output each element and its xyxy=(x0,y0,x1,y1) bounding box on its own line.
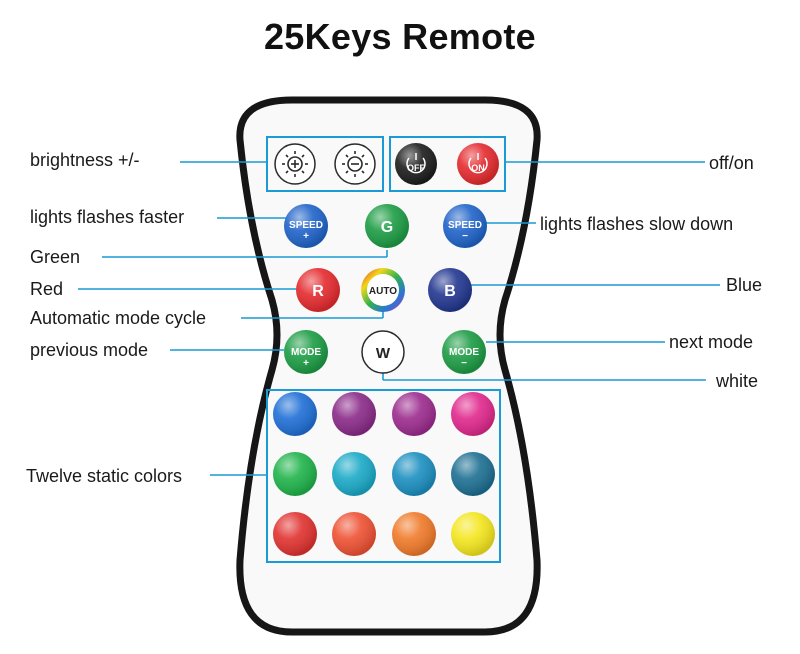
power-box xyxy=(389,136,506,192)
off-label: OFF xyxy=(407,163,425,173)
mode-next-button[interactable]: MODE − xyxy=(442,330,486,374)
label-auto-cycle: Automatic mode cycle xyxy=(30,308,207,328)
static-color-button-2[interactable] xyxy=(332,392,376,436)
static-color-grid xyxy=(273,392,495,556)
green-button[interactable]: G xyxy=(365,204,409,248)
static-color-button-1[interactable] xyxy=(273,392,317,436)
static-color-button-9[interactable] xyxy=(273,512,317,556)
on-label: ON xyxy=(471,163,485,173)
label-next-mode: next mode xyxy=(669,332,754,352)
power-icon xyxy=(468,157,488,174)
label-red: Red xyxy=(30,279,64,299)
label-brightness: brightness +/- xyxy=(30,150,140,170)
label-off-on: off/on xyxy=(709,153,754,173)
static-color-button-3[interactable] xyxy=(392,392,436,436)
red-button[interactable]: R xyxy=(296,268,340,312)
on-button[interactable]: ON xyxy=(457,143,499,185)
svg-text:B: B xyxy=(444,283,456,300)
static-color-button-12[interactable] xyxy=(451,512,495,556)
static-color-button-8[interactable] xyxy=(451,452,495,496)
auto-button[interactable]: AUTO xyxy=(361,268,405,312)
page-title: 25Keys Remote xyxy=(263,16,537,57)
brightness-up-button[interactable] xyxy=(274,143,316,185)
svg-text:+: + xyxy=(303,231,309,242)
static-color-button-4[interactable] xyxy=(451,392,495,436)
svg-text:−: − xyxy=(462,231,468,242)
svg-text:AUTO: AUTO xyxy=(369,286,397,297)
sun-minus-icon xyxy=(342,151,368,177)
svg-text:SPEED: SPEED xyxy=(448,220,482,231)
blue-button[interactable]: B xyxy=(428,268,472,312)
brightness-down-button[interactable] xyxy=(334,143,376,185)
svg-text:−: − xyxy=(461,358,467,369)
white-button[interactable]: W xyxy=(361,330,405,374)
speed-up-button[interactable]: SPEED + xyxy=(284,204,328,248)
brightness-box xyxy=(266,136,384,192)
svg-text:W: W xyxy=(376,345,391,362)
static-colors-box xyxy=(266,389,501,563)
static-color-button-11[interactable] xyxy=(392,512,436,556)
svg-text:G: G xyxy=(381,219,393,236)
label-faster: lights flashes faster xyxy=(30,207,185,227)
mode-previous-button[interactable]: MODE + xyxy=(284,330,328,374)
svg-text:SPEED: SPEED xyxy=(289,220,323,231)
power-icon xyxy=(406,157,426,174)
speed-down-button[interactable]: SPEED − xyxy=(443,204,487,248)
label-blue: Blue xyxy=(726,275,763,295)
label-white: white xyxy=(716,371,759,391)
svg-text:MODE: MODE xyxy=(291,347,321,358)
label-twelve-colors: Twelve static colors xyxy=(26,466,183,486)
static-color-button-5[interactable] xyxy=(273,452,317,496)
svg-text:MODE: MODE xyxy=(449,347,479,358)
label-slower: lights flashes slow down xyxy=(540,214,734,234)
svg-text:R: R xyxy=(312,283,324,300)
svg-text:+: + xyxy=(303,358,309,369)
sun-plus-icon xyxy=(282,151,308,177)
static-color-button-7[interactable] xyxy=(392,452,436,496)
off-button[interactable]: OFF xyxy=(395,143,437,185)
static-color-button-10[interactable] xyxy=(332,512,376,556)
static-color-button-6[interactable] xyxy=(332,452,376,496)
label-previous-mode: previous mode xyxy=(30,340,149,360)
label-green: Green xyxy=(30,247,81,267)
annotation-lines xyxy=(78,161,720,476)
